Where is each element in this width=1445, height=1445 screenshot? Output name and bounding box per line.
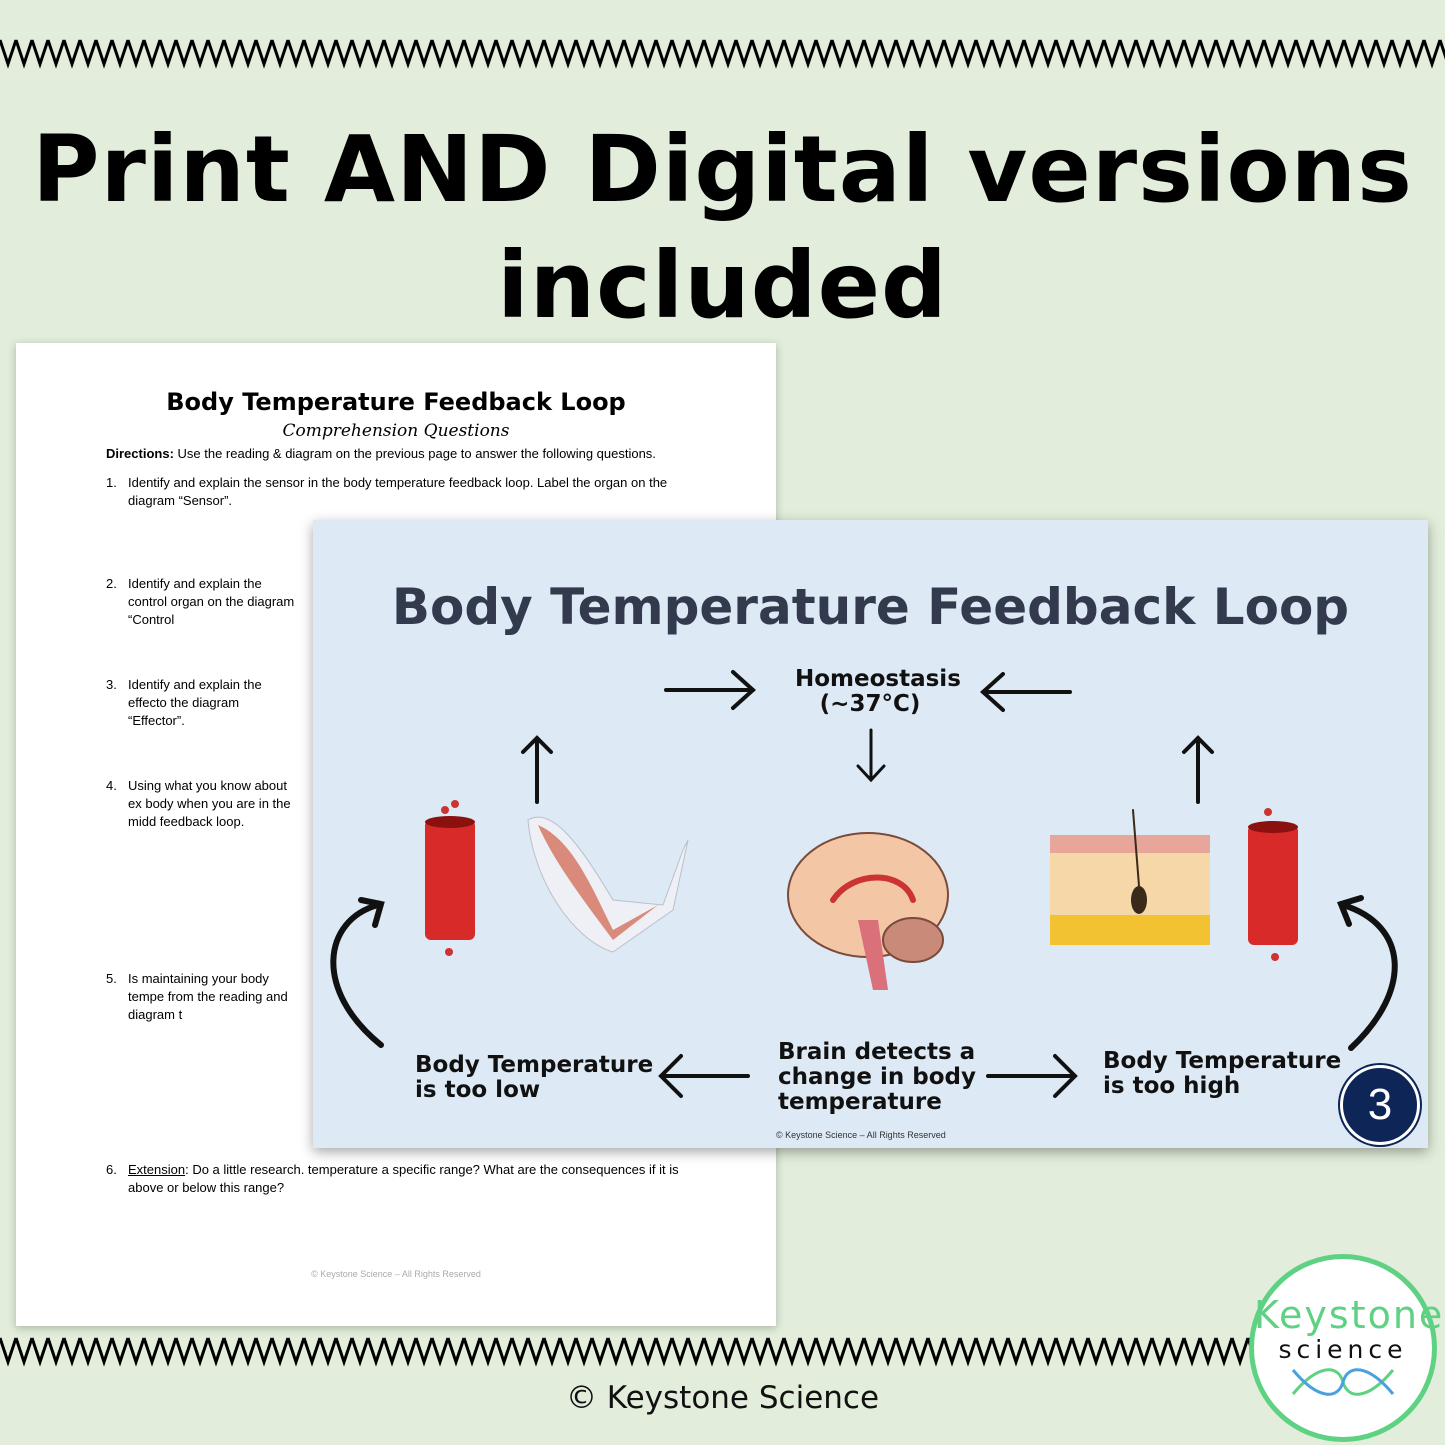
question-text: Identify and explain the control organ o… (128, 576, 295, 627)
homeostasis-temp: (~37°C) (819, 691, 921, 717)
arrow-down-icon (856, 728, 886, 783)
worksheet-subtitle: Comprehension Questions (282, 421, 510, 441)
curved-arrow-icon (1336, 895, 1398, 1051)
directions-label: Directions: (106, 446, 174, 461)
blood-vessel-icon (425, 800, 475, 956)
feedback-arrows (330, 670, 1398, 1098)
question-number: 1. (106, 475, 117, 490)
question-number: 2. (106, 576, 117, 591)
question-text: Is maintaining your body tempe from the … (128, 971, 288, 1022)
question: 1. Identify and explain the sensor in the… (106, 474, 696, 510)
arrow-left-icon (658, 1054, 750, 1098)
logo-text: Keystone (1254, 1293, 1445, 1337)
question-number: 6. (106, 1162, 117, 1177)
arrow-up-icon (1182, 735, 1214, 804)
label-line: Body Temperature (1103, 1048, 1342, 1074)
keystone-science-logo: Keystone science (1249, 1254, 1445, 1442)
copyright: © Keystone Science (565, 1380, 880, 1416)
worksheet-directions: Directions: Use the reading & diagram on… (106, 446, 656, 461)
label-line: Body Temperature (415, 1052, 654, 1078)
arm-muscle-icon (527, 816, 689, 953)
question: 5. Is maintaining your body tempe from th… (106, 970, 296, 1024)
question: 6. Extension: Do a little research. tempe… (106, 1161, 696, 1197)
question: 2. Identify and explain the control organ… (106, 575, 296, 629)
question-text: Identify and explain the sensor in the b… (128, 475, 668, 508)
headline-line2: included (497, 232, 948, 339)
directions-text: Use the reading & diagram on the previou… (173, 446, 656, 461)
slide-copyright: © Keystone Science – All Rights Reserved (776, 1130, 946, 1140)
question-number: 4. (106, 778, 117, 793)
worksheet-title: Body Temperature Feedback Loop (166, 388, 626, 416)
logo-text: science (1278, 1335, 1408, 1364)
blood-vessel-icon (1248, 808, 1298, 961)
brain-icon (787, 832, 949, 990)
homeostasis-text: Homeostasis (795, 666, 961, 692)
question-text: Using what you know about ex body when y… (128, 778, 291, 829)
label-line: is too high (1103, 1073, 1241, 1099)
homeostasis-label: Homeostasis(~37°C) (795, 666, 961, 717)
label-line: temperature (778, 1089, 942, 1115)
headline-line1: Print AND Digital versions (32, 116, 1413, 223)
digital-slide: Body Temperature Feedback Loop Homeostas… (313, 520, 1428, 1148)
arrow-left-icon (980, 672, 1072, 712)
zigzag-border-bottom (0, 1330, 1250, 1370)
label-line: is too low (415, 1077, 541, 1103)
arrow-right-icon (664, 670, 756, 710)
question-number: 5. (106, 971, 117, 986)
skin-cross-section-icon (1050, 809, 1210, 945)
extension-label: Extension (128, 1162, 186, 1177)
question: 4. Using what you know about ex body when… (106, 777, 296, 831)
page-number-badge: 3 (1340, 1065, 1420, 1145)
slide-title: Body Temperature Feedback Loop (391, 578, 1350, 636)
zigzag-border-top (0, 32, 1445, 72)
question-text: : Do a little research. temperature a sp… (128, 1162, 679, 1195)
label-line: Brain detects a (778, 1039, 976, 1065)
question-text: Identify and explain the effecto the dia… (128, 677, 262, 728)
label-line: change in body (778, 1064, 976, 1090)
question-number: 3. (106, 677, 117, 692)
dna-icon (1291, 1368, 1395, 1396)
question: 3. Identify and explain the effecto the d… (106, 676, 296, 730)
arrow-up-icon (521, 735, 553, 804)
arrow-right-icon (986, 1054, 1078, 1098)
worksheet-footer: © Keystone Science – All Rights Reserved (311, 1269, 481, 1279)
curved-arrow-icon (330, 897, 385, 1048)
